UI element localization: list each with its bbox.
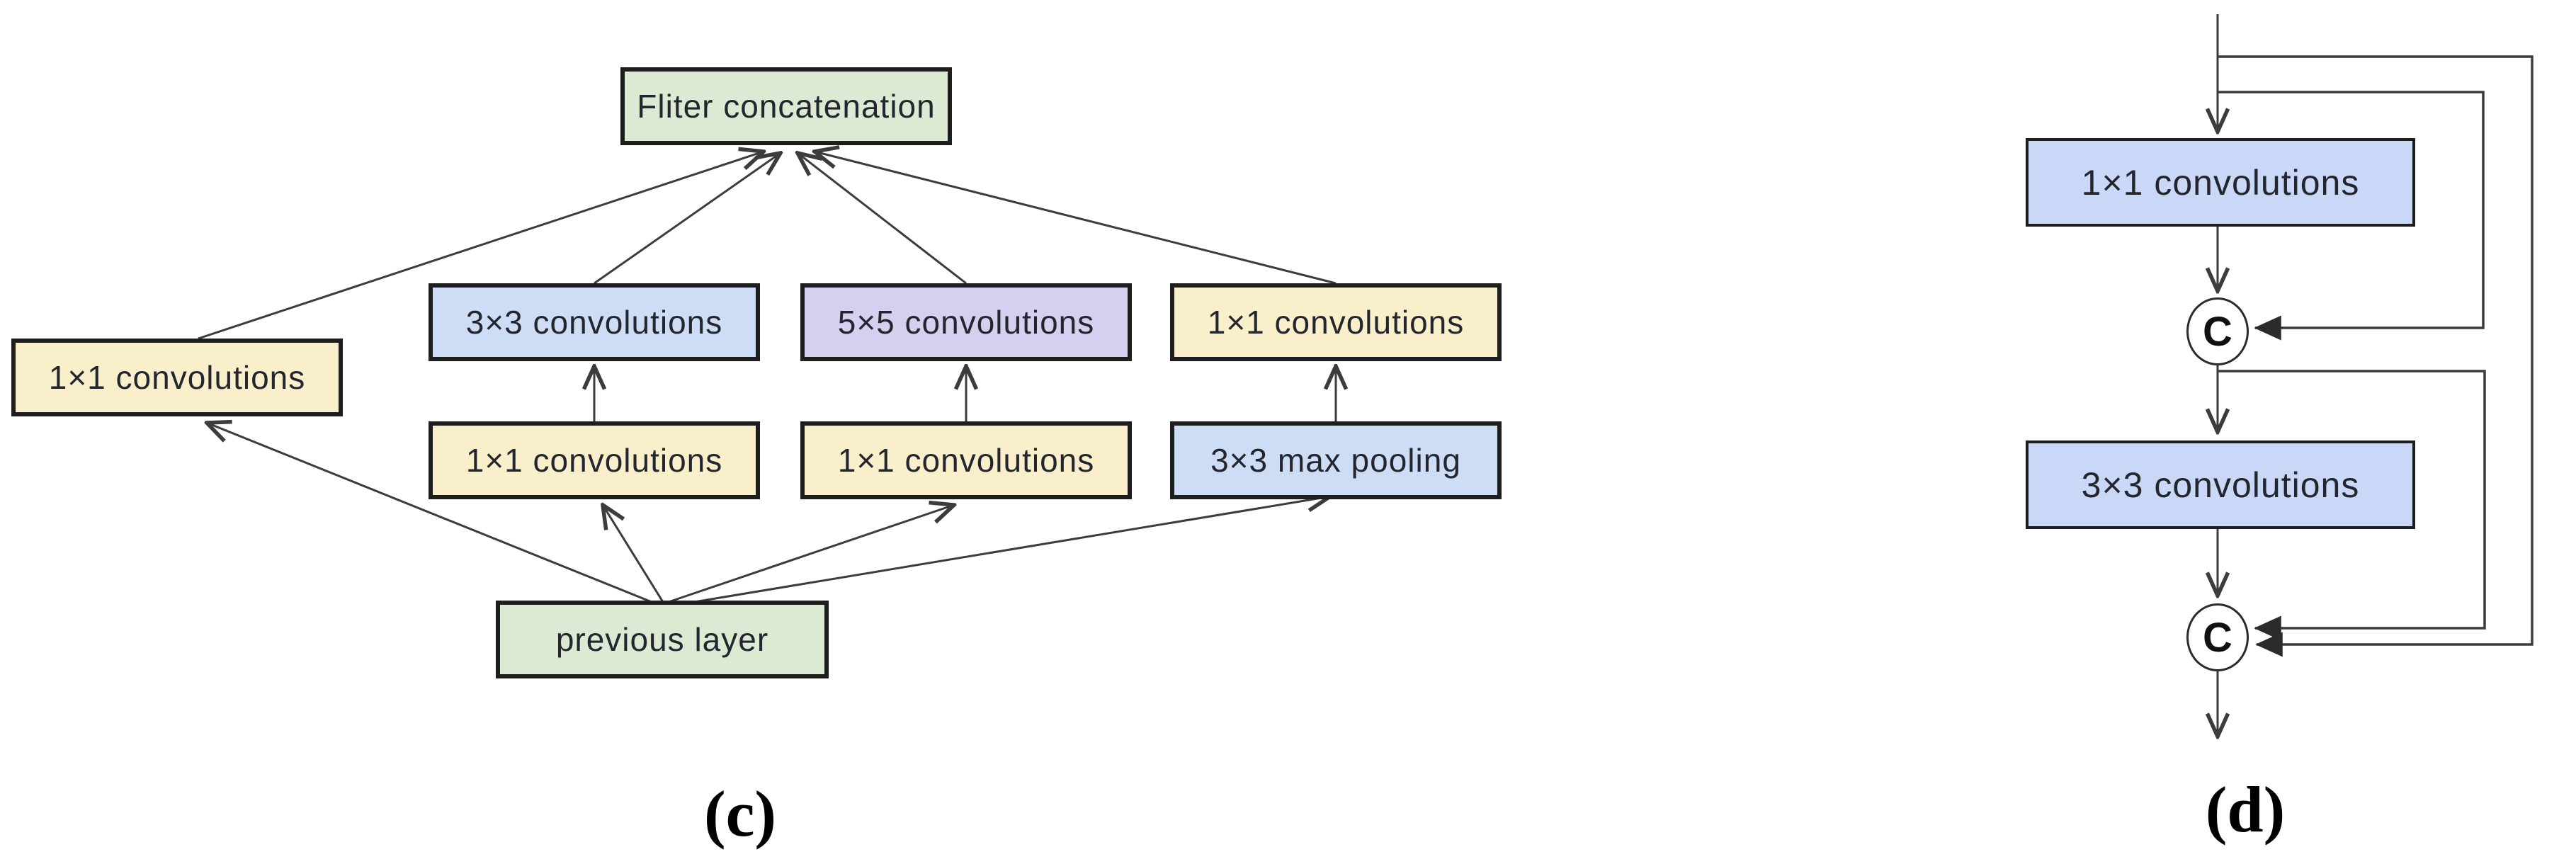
box-d-conv3x3: 3×3 convolutions: [2026, 440, 2415, 529]
box-d-conv1x1: 1×1 convolutions: [2026, 138, 2415, 227]
box-branch2-conv3x3: 3×3 convolutions: [429, 283, 760, 361]
box-d-conv1x1-label: 1×1 convolutions: [2081, 162, 2360, 203]
box-branch1-conv1x1-label: 1×1 convolutions: [48, 359, 306, 396]
box-branch3-reduce1x1-label: 1×1 convolutions: [837, 442, 1095, 479]
concat-c-node-2-label: C: [2203, 614, 2232, 661]
box-branch2-reduce1x1: 1×1 convolutions: [429, 421, 760, 499]
arrow-prev-to-branch1: [207, 423, 656, 605]
box-previous-layer: previous layer: [496, 601, 829, 678]
box-branch3-conv5x5-label: 5×5 convolutions: [837, 304, 1095, 341]
box-branch1-conv1x1: 1×1 convolutions: [11, 339, 343, 416]
box-branch2-reduce1x1-label: 1×1 convolutions: [465, 442, 723, 479]
panel-c-caption-text: (c): [703, 778, 777, 850]
arrow-prev-to-branch3: [668, 505, 954, 603]
box-branch3-conv5x5: 5×5 convolutions: [800, 283, 1132, 361]
box-branch2-conv3x3-label: 3×3 convolutions: [465, 304, 723, 341]
box-filter-concatenation: Fliter concatenation: [620, 67, 952, 145]
concat-c-node-1-label: C: [2203, 308, 2232, 355]
panel-d-caption: (d): [2139, 772, 2351, 847]
panel-c-caption: (c): [634, 776, 846, 851]
skip-input-to-concat1: [2218, 91, 2485, 341]
box-previous-layer-label: previous layer: [555, 621, 769, 658]
box-filter-concatenation-label: Fliter concatenation: [637, 88, 936, 125]
box-branch3-reduce1x1: 1×1 convolutions: [800, 421, 1132, 499]
concat-c-node-2: C: [2186, 603, 2249, 671]
arrow-prev-to-branch4: [672, 496, 1330, 607]
concat-c-node-1: C: [2186, 297, 2249, 365]
arrow-branch1-to-concat: [198, 152, 764, 340]
box-d-conv3x3-label: 3×3 convolutions: [2081, 465, 2360, 505]
arrow-branch3-to-concat: [798, 153, 967, 285]
box-branch4-maxpool-label: 3×3 max pooling: [1210, 442, 1461, 479]
panel-d-caption-text: (d): [2205, 773, 2286, 846]
arrow-branch4-to-concat: [815, 152, 1337, 285]
skip-concat1-to-concat2: [2218, 370, 2486, 641]
box-branch4-conv1x1: 1×1 convolutions: [1170, 283, 1502, 361]
arrow-prev-to-branch2: [603, 505, 664, 603]
box-branch4-maxpool: 3×3 max pooling: [1170, 421, 1502, 499]
arrow-branch2-to-concat: [594, 153, 781, 285]
box-branch4-conv1x1-label: 1×1 convolutions: [1207, 304, 1465, 341]
skip-outer-input-to-concat2: [2218, 55, 2534, 657]
